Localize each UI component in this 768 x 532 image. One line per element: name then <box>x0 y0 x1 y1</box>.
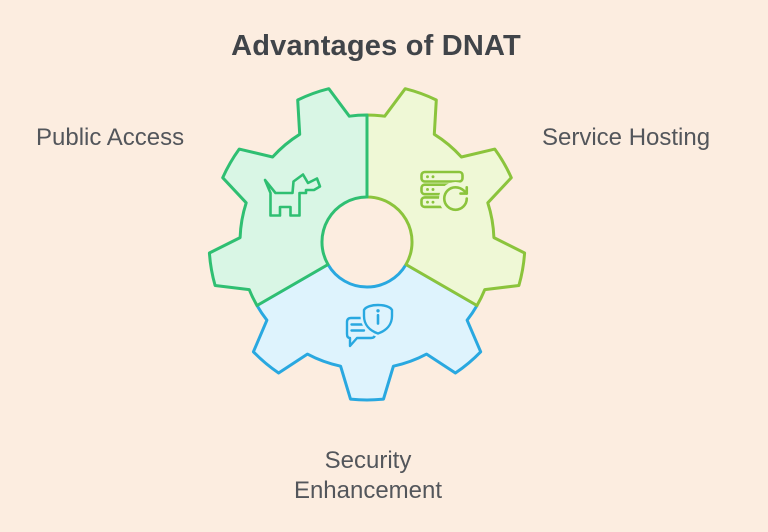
refresh-arrow <box>442 185 469 212</box>
label-public-access: Public Access <box>36 124 185 151</box>
shield-exclamation-dot <box>376 309 380 313</box>
segment-service-hosting <box>365 87 527 307</box>
segment-public-access-shape <box>207 87 369 307</box>
segment-public-access <box>207 87 369 307</box>
segment-security-enhancement-shape <box>251 263 483 402</box>
chat-shield-icon <box>345 301 396 348</box>
dog-icon <box>263 173 322 217</box>
server-refresh-icon <box>420 170 472 215</box>
label-service-hosting: Service Hosting <box>542 124 711 151</box>
server-row-1 <box>420 170 464 183</box>
dog-outline <box>263 173 322 217</box>
segment-security-enhancement <box>251 263 483 402</box>
server-dots <box>426 175 435 204</box>
label-security-enhancement: Security Enhancement <box>293 447 443 504</box>
page-title: Advantages of DNAT <box>231 30 521 62</box>
